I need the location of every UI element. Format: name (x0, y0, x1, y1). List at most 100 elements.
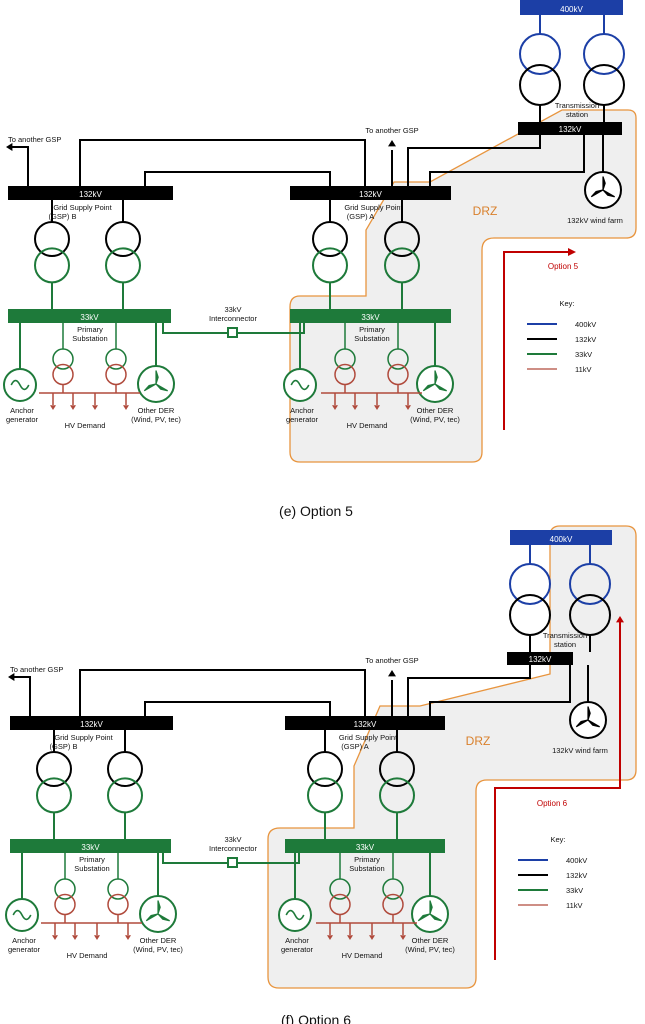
arrow-down-icon (374, 405, 380, 410)
transformer-winding-upper (583, 33, 625, 75)
der-label: (Wind, PV, tec) (133, 945, 183, 954)
line-gsp-a-ts-1 (407, 135, 541, 186)
turbine-blade (429, 900, 433, 915)
key-item-label: 132kV (566, 871, 587, 880)
key-item-label: 33kV (566, 886, 583, 895)
busbar (290, 186, 451, 200)
transformer-winding-upper (52, 348, 74, 370)
anchor-label: Anchor (12, 936, 36, 945)
busbar-label: 33kV (80, 313, 99, 322)
line-gsp-b-gsp-a-outer (79, 669, 366, 716)
transformer-winding-upper (329, 878, 351, 900)
primary-substation-label: Primary (359, 325, 385, 334)
busbar-400kv: 400kV (510, 530, 612, 545)
transformer-winding-lower (312, 247, 348, 284)
line-gsp-a-ts-1 (407, 665, 531, 716)
arrow-down-icon (369, 935, 375, 940)
key-title: Key: (550, 835, 565, 844)
line-gsp-b-gsp-a-outer (79, 139, 366, 186)
gsp-b-label: (GSP) B (50, 742, 78, 751)
windfarm-132kv-icon (584, 171, 622, 209)
der-label: Other DER (138, 406, 175, 415)
gsp-a-label: (GSP) A (347, 212, 375, 221)
busbar-label: 132kV (80, 720, 103, 729)
line-to-another-gsp (12, 146, 29, 186)
transformer-winding-lower (387, 363, 409, 386)
der-turbine-icon-a (411, 895, 449, 933)
arrow-down-icon (332, 405, 338, 410)
busbar (10, 716, 173, 730)
transformer-winding-lower (519, 64, 561, 106)
transformer-gsp-1 (105, 221, 141, 284)
line-gsp-b-gsp-a-inner (144, 171, 331, 186)
figure-caption: (f) Option 6 (281, 1012, 351, 1024)
transformer-winding-lower (54, 893, 76, 916)
primary-substation-label: Primary (77, 325, 103, 334)
hv-demand-label: HV Demand (65, 421, 106, 430)
busbar (510, 530, 612, 545)
arrow-down-icon (352, 405, 358, 410)
busbar (285, 839, 445, 853)
primary-substation-label: Substation (74, 864, 109, 873)
primary-substation-label: Primary (354, 855, 380, 864)
key-item-label: 400kV (566, 856, 587, 865)
hv-demand-label: HV Demand (347, 421, 388, 430)
interconnector-switch-icon (227, 327, 238, 338)
line-gsp-b-gsp-a-inner (144, 701, 331, 716)
der-label: (Wind, PV, tec) (405, 945, 455, 954)
ts-label: station (554, 640, 576, 649)
sine-wave (290, 379, 310, 391)
drz-label: DRZ (466, 734, 491, 748)
transformer-primary (54, 878, 76, 916)
transformer-winding-lower (52, 363, 74, 386)
drz-label: DRZ (473, 204, 498, 218)
option-arrow-head-icon (568, 248, 576, 256)
key-item-label: 11kV (575, 365, 592, 374)
gsp-a-label: Grid Supply Point (339, 733, 398, 742)
key-item-label: 400kV (575, 320, 596, 329)
busbar (8, 309, 171, 323)
transformer-primary (329, 878, 351, 916)
transformer-winding-upper (382, 878, 404, 900)
turbine-blade (602, 176, 606, 191)
busbar (290, 309, 451, 323)
arrow-down-icon (123, 405, 129, 410)
busbar-132kv-ts: 132kV (518, 122, 622, 135)
arrow-down-icon (94, 935, 100, 940)
transformer-winding-upper (387, 348, 409, 370)
busbar-132kv-gsp-a: 132kV (290, 186, 451, 200)
hv-demand-label: HV Demand (67, 951, 108, 960)
arrow-down-icon (405, 405, 411, 410)
option-label: Option 6 (537, 799, 568, 808)
transformer-winding-lower (105, 363, 127, 386)
key-item-label: 11kV (566, 901, 583, 910)
transformer-primary (334, 348, 356, 386)
transformer-primary (387, 348, 409, 386)
transformer-winding-lower (105, 247, 141, 284)
transformer-winding-upper (36, 751, 72, 787)
busbar-132kv-gsp-a: 132kV (285, 716, 445, 730)
transformer-primary (107, 878, 129, 916)
interconnector-switch-icon (227, 857, 238, 868)
transformer-winding-lower (334, 363, 356, 386)
arrow-down-icon (70, 405, 76, 410)
anchor-label: Anchor (285, 936, 309, 945)
transformer-primary (382, 878, 404, 916)
busbar-label: 132kV (354, 720, 377, 729)
primary-substation-label: Primary (79, 855, 105, 864)
busbar-label: 400kV (560, 5, 583, 14)
arrow-down-icon (50, 405, 56, 410)
busbar-33kv-gsp-a: 33kV (285, 839, 445, 853)
turbine-blade (157, 900, 161, 915)
interconnector-label: 33kV (224, 305, 241, 314)
sine-wave (12, 909, 32, 921)
primary-substation-label: Substation (349, 864, 384, 873)
ts-label: Transmission (555, 101, 599, 110)
transformer-gsp-2 (307, 751, 343, 814)
turbine-blade (417, 913, 431, 922)
busbar (520, 0, 623, 15)
der-turbine-icon-a (416, 365, 454, 403)
ts-label: Transmission (543, 631, 587, 640)
busbar-33kv-gsp-b: 33kV (10, 839, 171, 853)
